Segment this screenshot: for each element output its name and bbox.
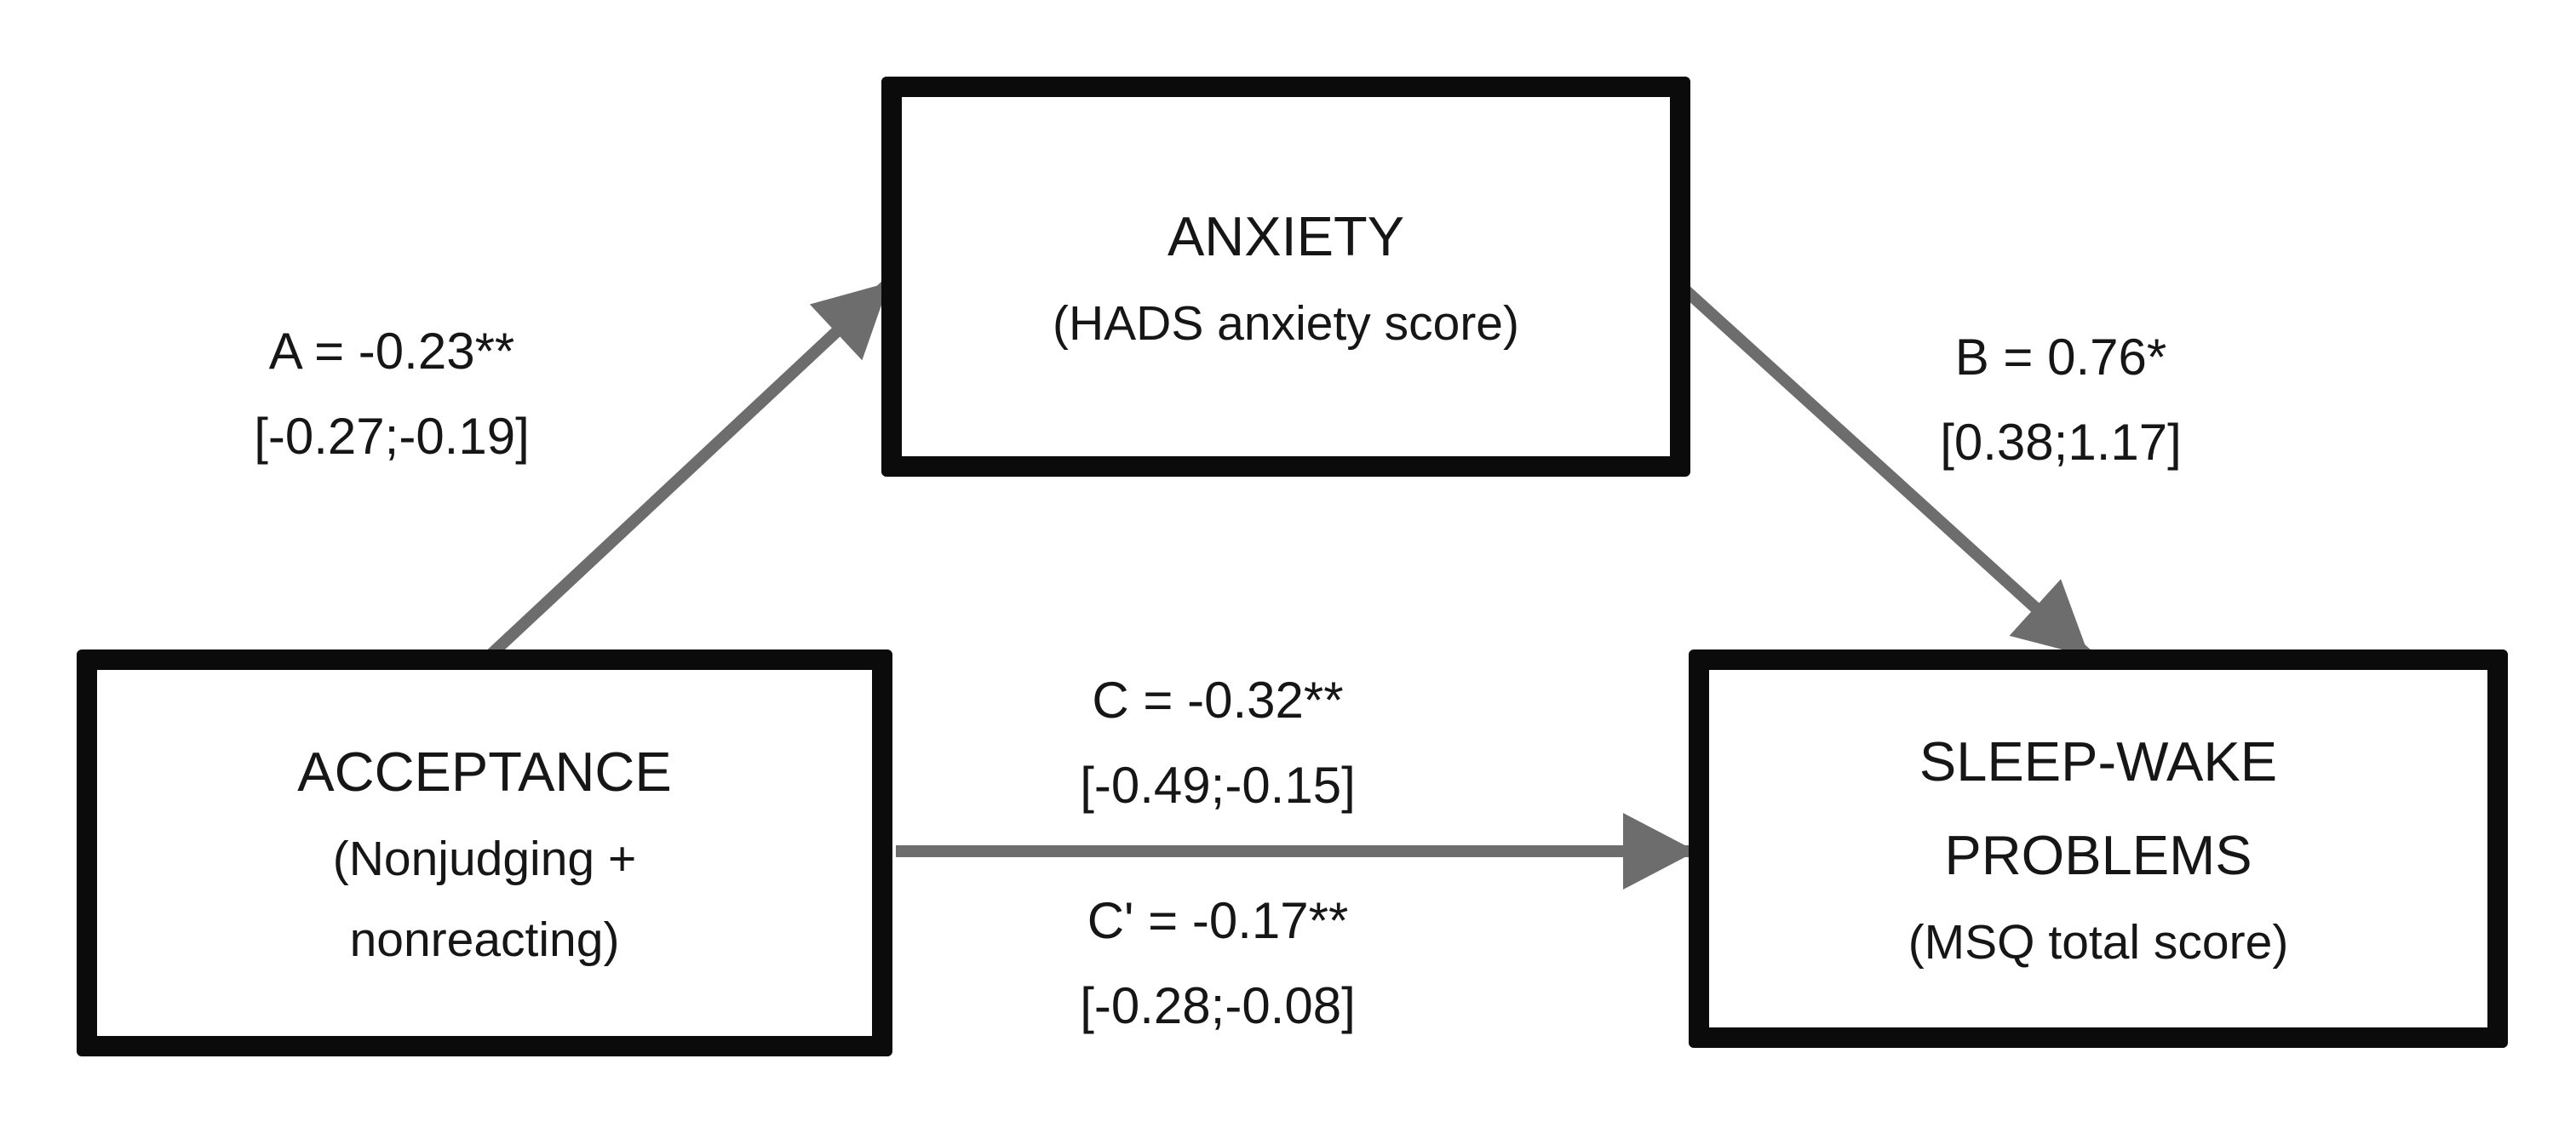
predictor-node-acceptance: ACCEPTANCE (Nonjudging + nonreacting) — [77, 649, 892, 1056]
sleep-node-title-line-2: PROBLEMS — [1944, 823, 2252, 886]
acceptance-node-subtitle-line-1: (Nonjudging + — [332, 832, 637, 886]
path-b-confidence-interval: [0.38;1.17] — [1940, 414, 2182, 471]
acceptance-node-subtitle-line-2: nonreacting) — [349, 913, 620, 967]
path-c-confidence-interval: [-0.49;-0.15] — [1080, 757, 1356, 814]
sleep-node-title-line-1: SLEEP-WAKE — [1919, 730, 2278, 793]
acceptance-node-title: ACCEPTANCE — [297, 741, 672, 803]
path-a-label: A = -0.23** [-0.27;-0.19] — [254, 309, 530, 479]
sleep-node-subtitle: (MSQ total score) — [1908, 914, 2289, 970]
mediator-node-anxiety: ANXIETY (HADS anxiety score) — [881, 77, 1690, 477]
path-b-coefficient: B = 0.76* — [1954, 329, 2167, 386]
path-b-label: B = 0.76* [0.38;1.17] — [1940, 315, 2182, 485]
path-c-label: C = -0.32** [-0.49;-0.15] — [1080, 658, 1356, 828]
path-a-confidence-interval: [-0.27;-0.19] — [254, 408, 530, 465]
path-c-prime-label: C' = -0.17** [-0.28;-0.08] — [1080, 878, 1356, 1049]
path-c-prime-coefficient: C' = -0.17** — [1087, 892, 1349, 949]
outcome-node-sleep-wake-problems: SLEEP-WAKE PROBLEMS (MSQ total score) — [1689, 649, 2508, 1048]
path-c-prime-confidence-interval: [-0.28;-0.08] — [1080, 977, 1356, 1034]
anxiety-node-title: ANXIETY — [1167, 204, 1405, 267]
path-a-coefficient: A = -0.23** — [268, 323, 515, 380]
path-a-arrow — [481, 278, 892, 665]
path-c-coefficient: C = -0.32** — [1092, 672, 1344, 729]
path-b-arrow — [1678, 282, 2092, 661]
anxiety-node-subtitle: (HADS anxiety score) — [1053, 295, 1519, 351]
